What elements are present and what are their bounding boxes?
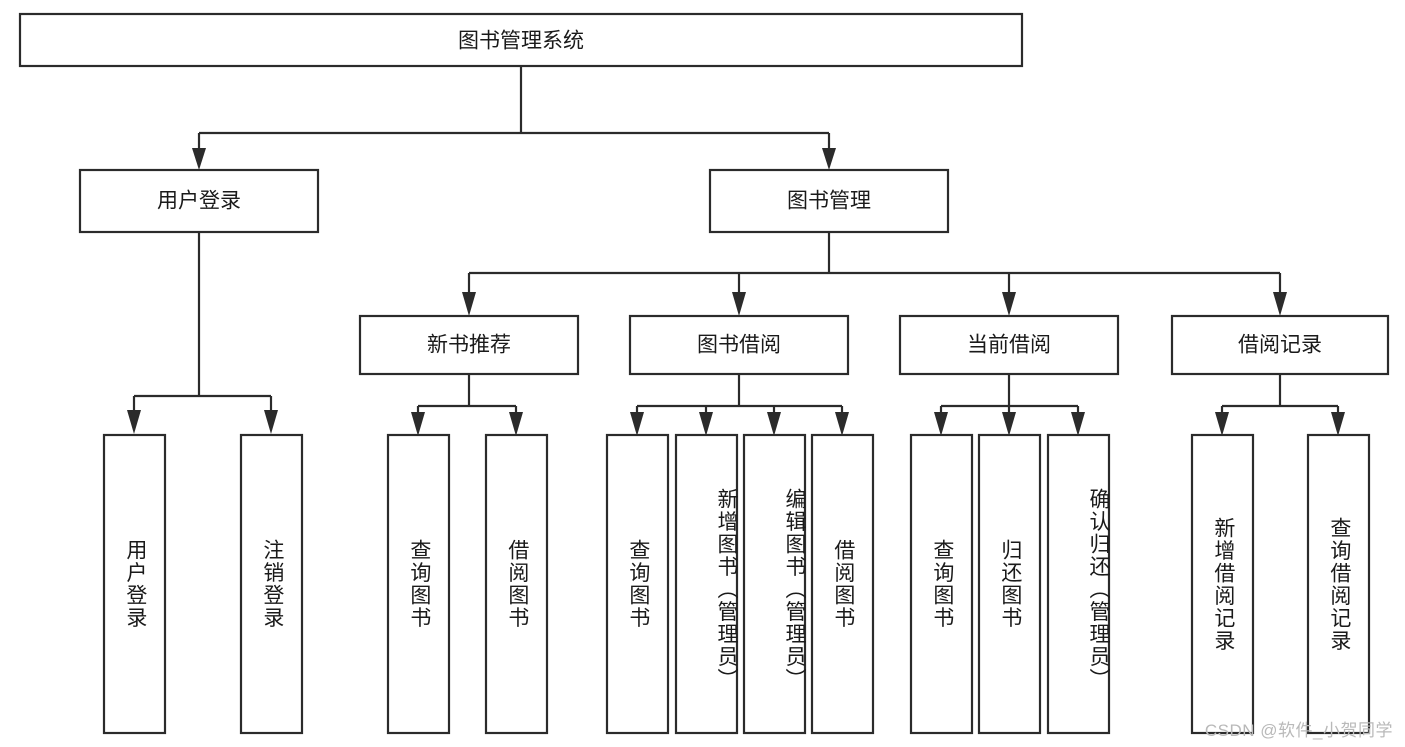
arrow-head-br-leaf1 (1215, 412, 1229, 436)
leaf-br-add-record-box[interactable] (1190, 433, 1255, 735)
arrow-head-bb-leaf4 (835, 412, 849, 436)
leaf-br-query-record-box[interactable] (1306, 433, 1371, 735)
arrow-head-bb-leaf1 (630, 412, 644, 436)
node-book-manage-label: 图书管理 (787, 190, 871, 213)
leaf-logout-box[interactable] (239, 433, 304, 735)
node-new-book-label: 新书推荐 (427, 334, 511, 357)
arrow-head-bb-leaf2 (699, 412, 713, 436)
leaf-bb-add-book-box[interactable] (674, 433, 739, 735)
node-current-borrow-label: 当前借阅 (967, 334, 1051, 357)
arrow-head-nb-leaf2 (509, 412, 523, 436)
node-user-login-label: 用户登录 (157, 190, 241, 213)
leaf-nb-query-book-box[interactable] (386, 433, 451, 735)
leaf-bb-edit-book-box[interactable] (742, 433, 807, 735)
arrow-head-book-manage (822, 148, 836, 170)
watermark-label: CSDN @软件_小贺同学 (1204, 721, 1393, 740)
node-current-borrow-box[interactable] (898, 314, 1120, 376)
arrow-head-cb-leaf3 (1071, 412, 1085, 436)
node-book-borrow-box[interactable] (628, 314, 850, 376)
arrow-head-user-login (192, 148, 206, 170)
leaf-bb-borrow-book-box[interactable] (810, 433, 875, 735)
arrow-head-cb-leaf1 (934, 412, 948, 436)
node-root-box[interactable] (18, 12, 1024, 68)
leaf-nb-borrow-book-box[interactable] (484, 433, 549, 735)
node-book-manage-box[interactable] (708, 168, 950, 234)
arrow-head-cb-leaf2 (1002, 412, 1016, 436)
arrow-head-new-book (462, 292, 476, 316)
arrow-head-current-borrow (1002, 292, 1016, 316)
leaf-cb-return-book-box[interactable] (977, 433, 1042, 735)
node-borrow-record-box[interactable] (1170, 314, 1390, 376)
node-user-login-box[interactable] (78, 168, 320, 234)
node-borrow-record-label: 借阅记录 (1238, 334, 1322, 357)
node-book-borrow-label: 图书借阅 (697, 334, 781, 357)
arrow-head-bb-leaf3 (767, 412, 781, 436)
node-root-label: 图书管理系统 (458, 30, 584, 53)
arrow-head-leaf-user-login (127, 410, 141, 434)
leaf-user-login-box[interactable] (102, 433, 167, 735)
arrow-head-book-borrow (732, 292, 746, 316)
node-new-book-box[interactable] (358, 314, 580, 376)
arrow-head-borrow-record (1273, 292, 1287, 316)
leaf-bb-query-book-box[interactable] (605, 433, 670, 735)
arrow-head-nb-leaf1 (411, 412, 425, 436)
arrow-head-leaf-logout (264, 410, 278, 434)
leaf-cb-query-book-box[interactable] (909, 433, 974, 735)
arrow-head-br-leaf2 (1331, 412, 1345, 436)
leaf-cb-confirm-return-box[interactable] (1046, 433, 1111, 735)
